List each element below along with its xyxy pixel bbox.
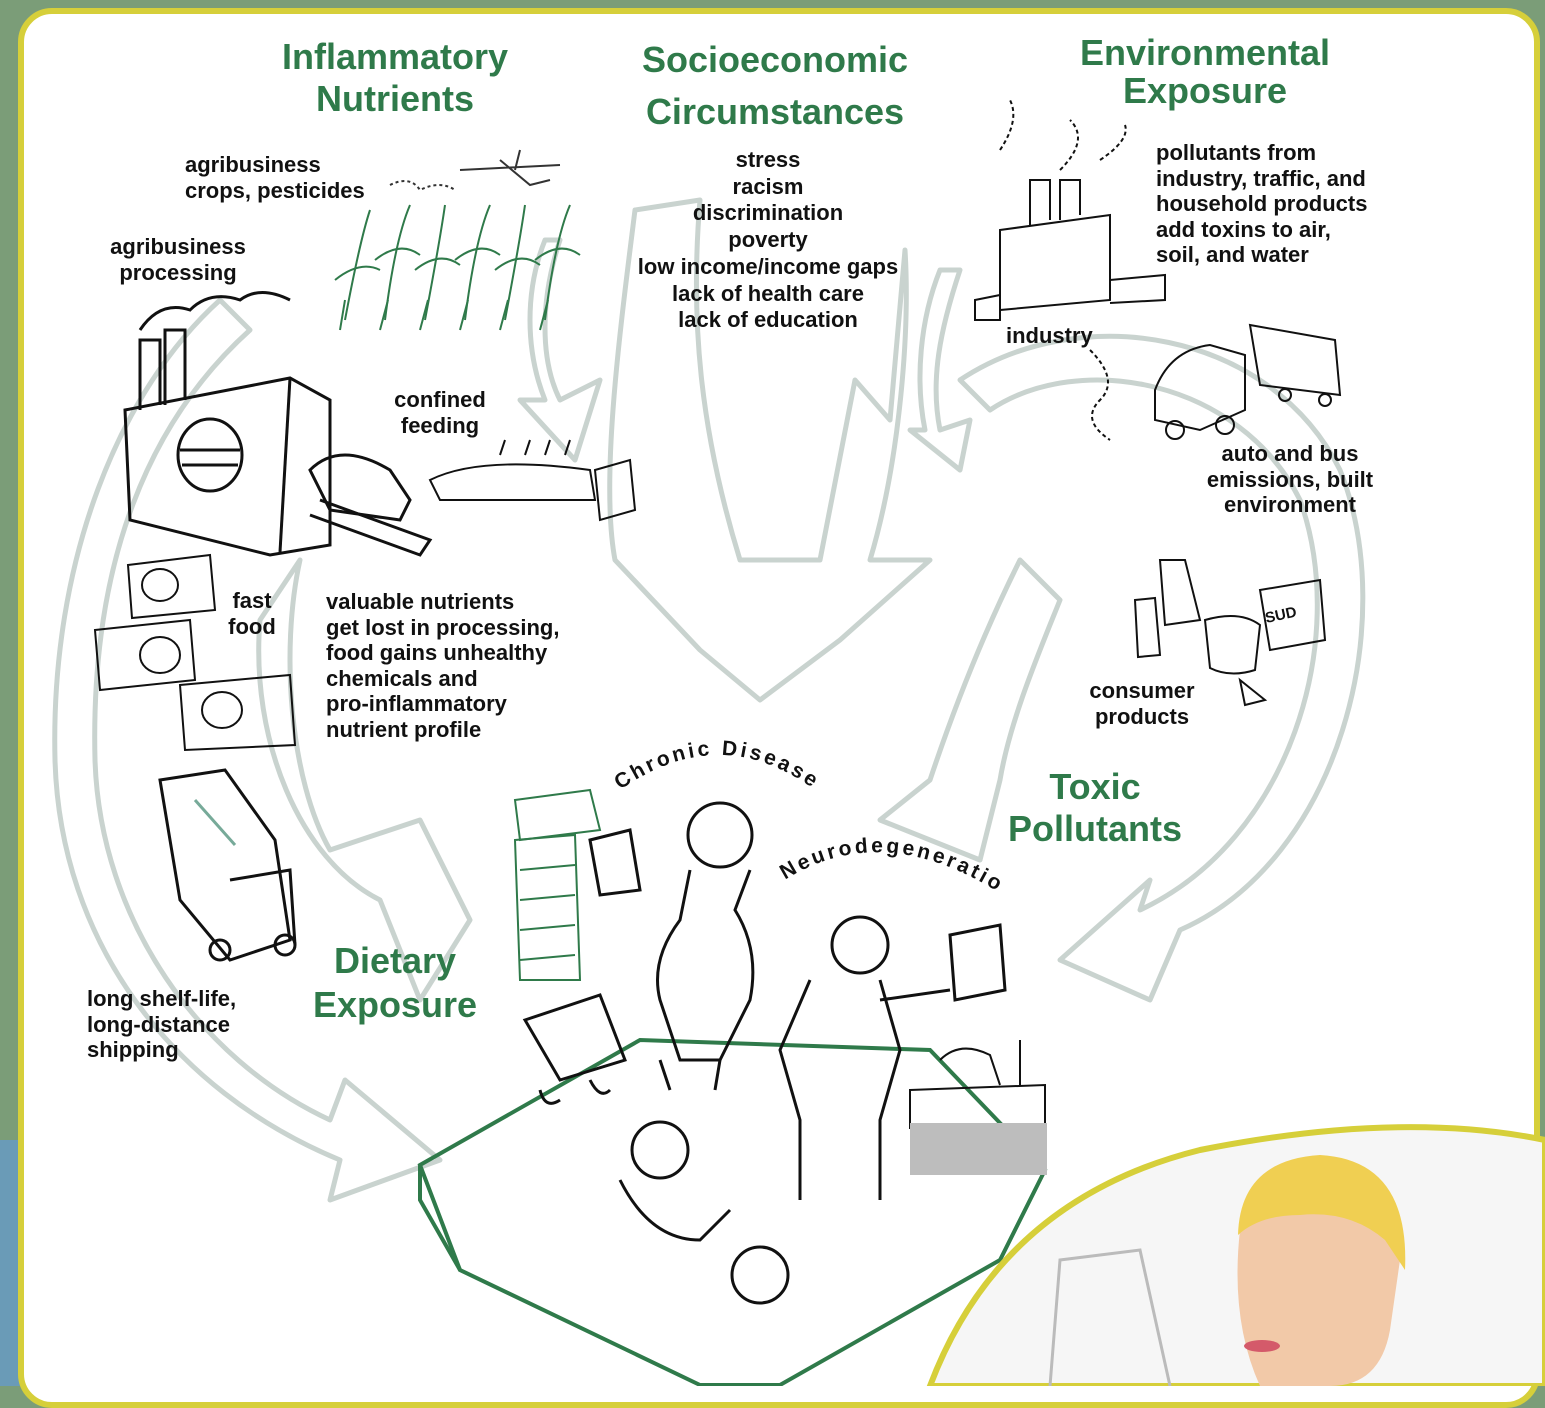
left-inner-arrow — [256, 557, 473, 1003]
car-bus-illustration — [1089, 323, 1342, 441]
top-connector-arrow — [517, 237, 603, 463]
sink-illustration — [909, 1040, 1046, 1130]
crop-plane-illustration — [389, 149, 561, 192]
platform — [417, 1037, 1048, 1386]
center-down-arrow — [607, 197, 933, 703]
label-industry: industry — [1006, 323, 1093, 348]
fast-food-boxes-illustration — [93, 553, 297, 752]
confined-feeding-illustration — [428, 439, 637, 522]
sink-gray-box — [910, 1123, 1047, 1175]
truck-illustration — [158, 768, 297, 962]
chronic-disease-label: Chronic Disease — [610, 737, 824, 794]
right-inner-arrow — [877, 557, 1063, 863]
top-right-connector-arrow — [907, 267, 973, 473]
people-illustration — [522, 801, 1007, 1305]
portrait-frame — [926, 1124, 1545, 1386]
left-cycle-arrow — [52, 297, 443, 1203]
factory-illustration — [123, 291, 433, 557]
industry-illustration — [974, 99, 1166, 321]
presenter-portrait — [1048, 1155, 1406, 1386]
consumer-products-illustration — [1133, 559, 1327, 707]
grocery-shelf-illustration — [513, 788, 602, 981]
sud-box-label: SUD — [1264, 604, 1299, 627]
corn-field-illustration — [334, 204, 581, 331]
right-cycle-arrow — [957, 333, 1366, 1003]
